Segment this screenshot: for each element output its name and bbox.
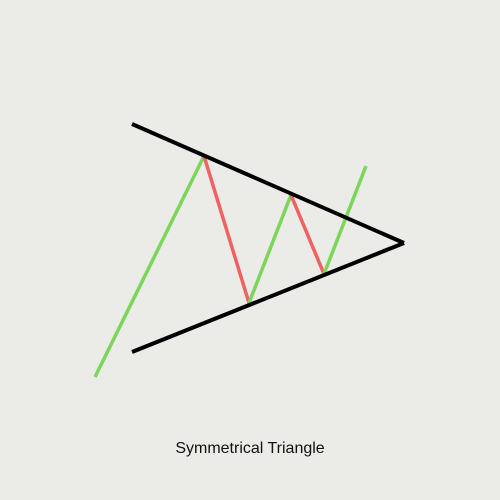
- price-leg-up-2: [247, 194, 293, 304]
- price-leg-down-2: [289, 194, 326, 275]
- price-leg-down-1: [202, 155, 251, 304]
- lower-trendline: [131, 241, 405, 354]
- price-legs: [93, 155, 368, 378]
- diagram-caption: Symmetrical Triangle: [175, 440, 325, 457]
- price-leg-up-breakout: [322, 165, 368, 275]
- upper-trendline: [131, 122, 405, 245]
- trendlines: [131, 122, 405, 354]
- price-leg-up-1: [93, 155, 206, 378]
